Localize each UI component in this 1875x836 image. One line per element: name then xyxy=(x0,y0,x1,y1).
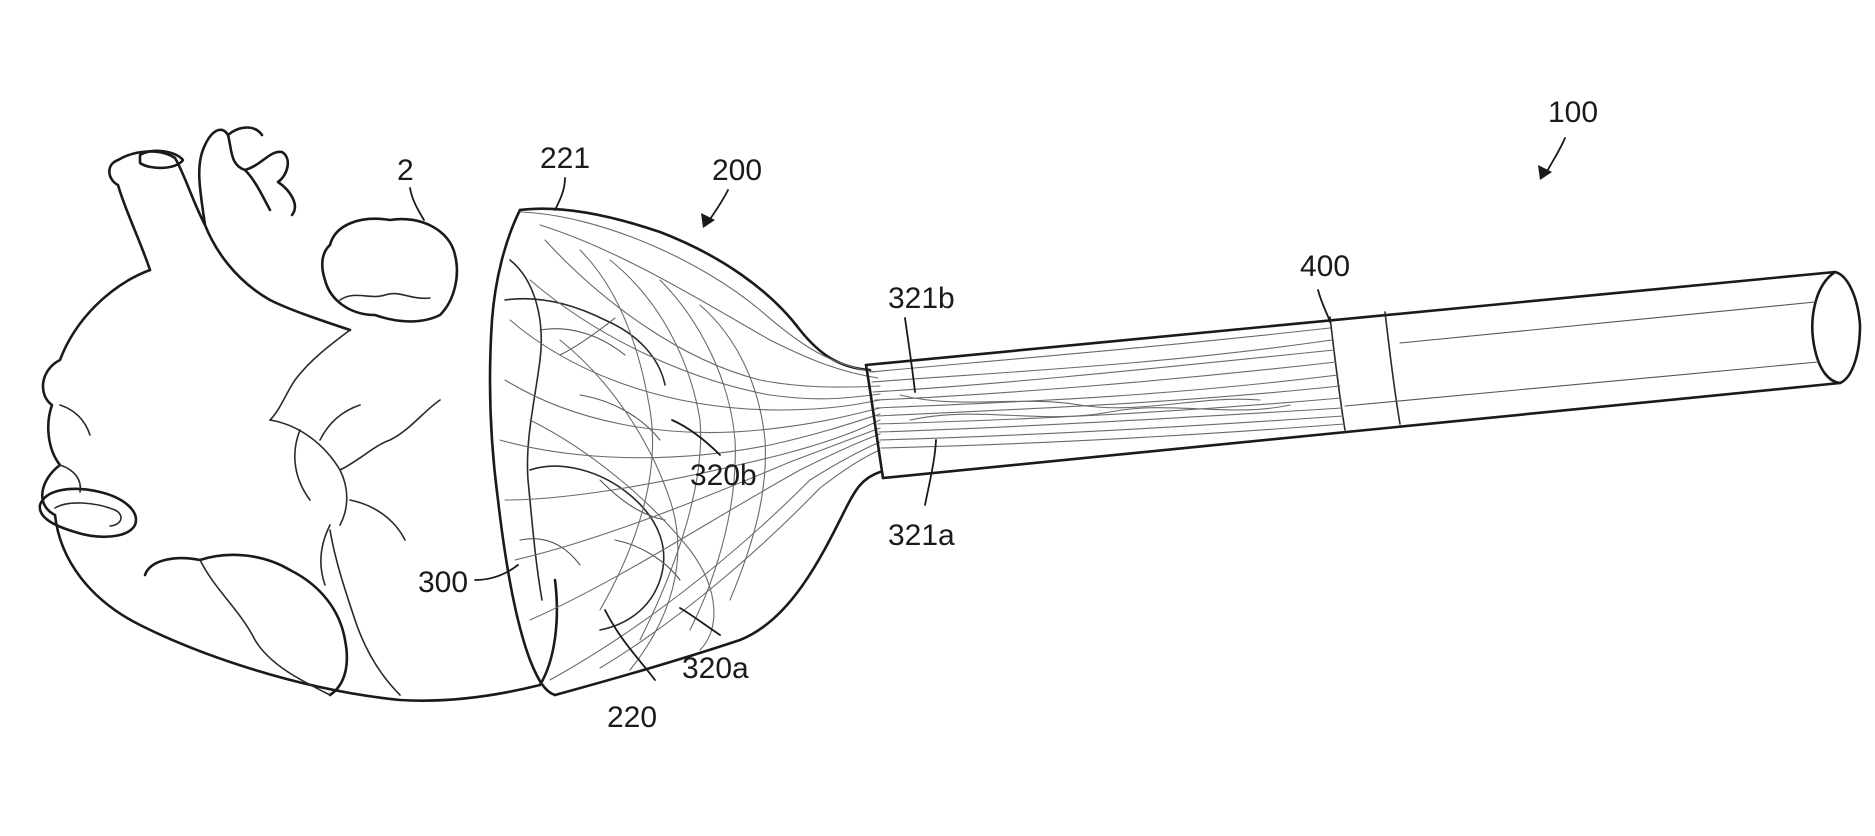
vessels-under-basket xyxy=(520,318,680,580)
label-221: 221 xyxy=(540,142,590,175)
basket xyxy=(490,209,880,695)
sheath-highlight xyxy=(1345,302,1818,406)
left-atrium xyxy=(322,219,457,322)
label-320a: 320a xyxy=(682,652,749,685)
label-220: 220 xyxy=(607,701,657,734)
label-321b: 321b xyxy=(888,282,955,315)
sheath-segment-line xyxy=(1330,317,1345,430)
leader-400 xyxy=(1318,290,1330,322)
label-300: 300 xyxy=(418,566,468,599)
label-320b: 320b xyxy=(690,459,757,492)
label-2: 2 xyxy=(397,154,414,187)
sheath-distal-end xyxy=(1812,272,1860,383)
label-100: 100 xyxy=(1548,96,1598,129)
interventricular-groove xyxy=(330,530,400,695)
atrium-lower-contour xyxy=(200,560,330,695)
vena-cava xyxy=(40,489,136,537)
sheath xyxy=(866,272,1860,478)
heart-under-basket xyxy=(505,299,665,630)
heart-surface-curve xyxy=(270,330,350,420)
leader-320b xyxy=(672,420,720,455)
arrow-100 xyxy=(1545,138,1565,175)
coronary-vessels xyxy=(270,400,440,585)
leader-321b xyxy=(905,318,915,392)
heart-left-detail xyxy=(60,405,90,492)
arrow-200 xyxy=(708,190,728,222)
leader-2 xyxy=(410,188,424,220)
leader-221 xyxy=(555,178,565,210)
label-321a: 321a xyxy=(888,519,955,552)
pulmonary-artery xyxy=(199,130,295,225)
basket-outline xyxy=(520,209,870,370)
atrium-contour xyxy=(340,294,430,300)
basket-rim xyxy=(490,210,555,695)
sheath-filaments xyxy=(870,328,1344,448)
sheath-segment-line-2 xyxy=(1385,312,1400,424)
vena-cava-inner xyxy=(55,503,121,526)
heart-outline xyxy=(42,270,557,701)
leader-300 xyxy=(475,565,518,580)
label-200: 200 xyxy=(712,154,762,187)
sheath-outline-bottom xyxy=(883,383,1840,478)
aorta xyxy=(109,151,350,330)
heart xyxy=(40,128,557,701)
leader-lines xyxy=(410,138,1565,680)
sheath-outline xyxy=(866,272,1835,365)
basket-inner-wall xyxy=(510,260,542,600)
label-400: 400 xyxy=(1300,250,1350,283)
